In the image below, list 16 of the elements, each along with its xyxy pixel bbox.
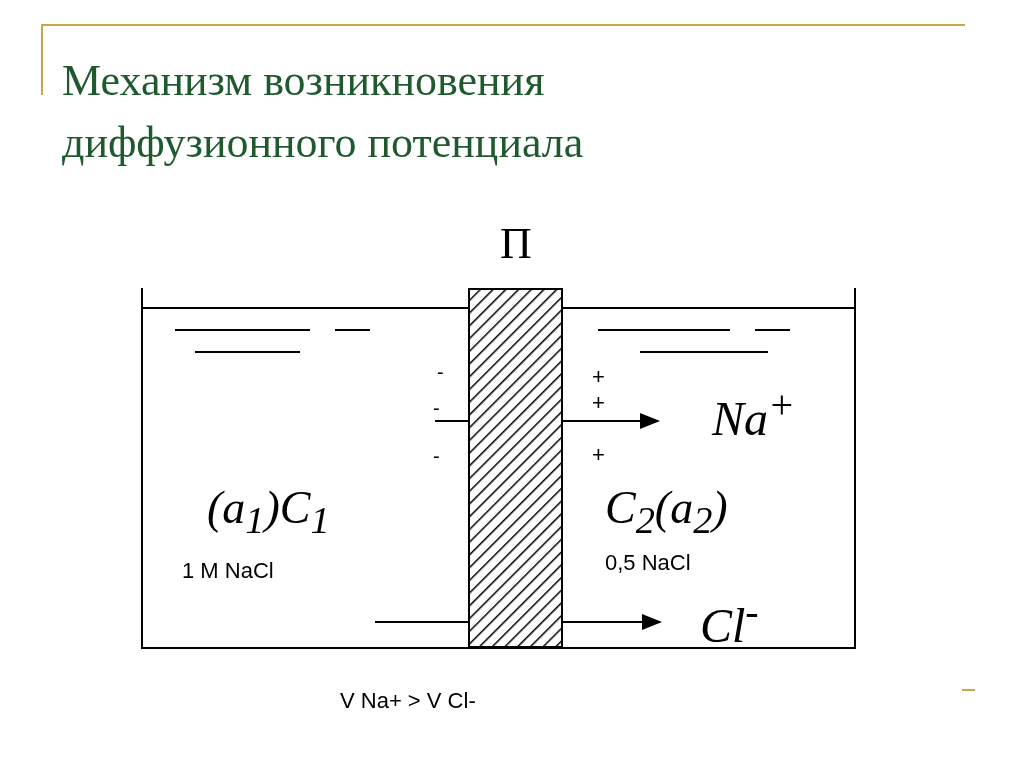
charge-sign: - bbox=[437, 362, 444, 382]
ion-label: Cl$^{-}$ bbox=[700, 592, 759, 650]
charge-sign: + bbox=[592, 392, 605, 414]
ion-label: Na$^{+}$ bbox=[712, 385, 795, 443]
inequality-note: V Na+ > V Cl- bbox=[340, 690, 476, 712]
concentration-label: (a$_{1}$)C$_{1}$ bbox=[207, 485, 330, 540]
solution-label: 0,5 NaCl bbox=[605, 552, 691, 574]
charge-sign: - bbox=[433, 446, 440, 466]
charge-sign: + bbox=[592, 444, 605, 466]
concentration-label: C$_{2}$(a$_{2}$) bbox=[605, 485, 728, 540]
charge-sign: + bbox=[592, 366, 605, 388]
slide-title: Механизм возникновения диффузионного потенциала bbox=[62, 55, 585, 169]
charge-sign: - bbox=[433, 398, 440, 418]
membrane-label: П bbox=[500, 222, 532, 266]
hatched-membrane bbox=[468, 288, 563, 648]
solution-label: 1 M NaCl bbox=[182, 560, 274, 582]
